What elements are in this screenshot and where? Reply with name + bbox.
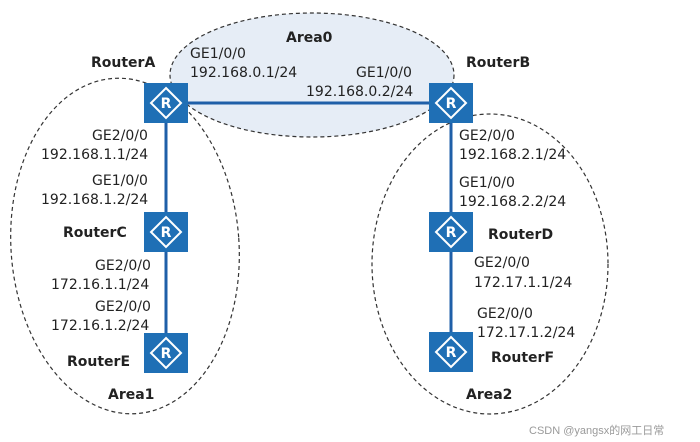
router-d-label: RouterD (488, 227, 554, 243)
area2-label: Area2 (466, 387, 513, 403)
interface-port-label: GE2/0/0 (92, 128, 148, 144)
watermark: CSDN @yangsx的网工日常 (529, 425, 665, 437)
interface-port-label: GE1/0/0 (92, 173, 148, 189)
interface-ip-label: 172.17.1.1/24 (474, 275, 573, 291)
interface-ip-label: 192.168.2.2/24 (459, 194, 567, 210)
router-b-label: RouterB (466, 55, 531, 71)
interface-port-label: GE1/0/0 (190, 46, 246, 62)
router-f-label: RouterF (491, 350, 555, 366)
router-c-label: RouterC (63, 225, 127, 241)
interface-port-label: GE2/0/0 (459, 128, 515, 144)
area0-region (169, 12, 455, 138)
router-a-label: RouterA (91, 55, 156, 71)
router-icon (428, 82, 474, 124)
router-icon (143, 332, 189, 374)
area1-region (10, 77, 240, 415)
area0-label: Area0 (286, 30, 333, 46)
interface-ip-label: 192.168.0.2/24 (306, 84, 414, 100)
interface-ip-label: 172.16.1.1/24 (51, 277, 150, 293)
interface-port-label: GE2/0/0 (477, 306, 533, 322)
interface-port-label: GE1/0/0 (459, 175, 515, 191)
router-icon (143, 211, 189, 253)
router-e-label: RouterE (67, 354, 131, 370)
interface-ip-label: 172.16.1.2/24 (51, 318, 150, 334)
interface-port-label: GE2/0/0 (95, 299, 151, 315)
interface-port-label: GE2/0/0 (474, 255, 530, 271)
interface-ip-label: 172.17.1.2/24 (477, 325, 576, 341)
interface-ip-label: 192.168.0.1/24 (190, 65, 298, 81)
router-icon (143, 82, 189, 124)
interface-ip-label: 192.168.1.1/24 (41, 147, 149, 163)
area1-label: Area1 (108, 387, 155, 403)
interface-ip-label: 192.168.2.1/24 (459, 147, 567, 163)
area2-region (371, 113, 609, 415)
router-icon (428, 211, 474, 253)
interface-port-label: GE1/0/0 (356, 65, 412, 81)
interface-ip-label: 192.168.1.2/24 (41, 192, 149, 208)
interface-port-label: GE2/0/0 (95, 258, 151, 274)
router-icon (428, 331, 474, 373)
